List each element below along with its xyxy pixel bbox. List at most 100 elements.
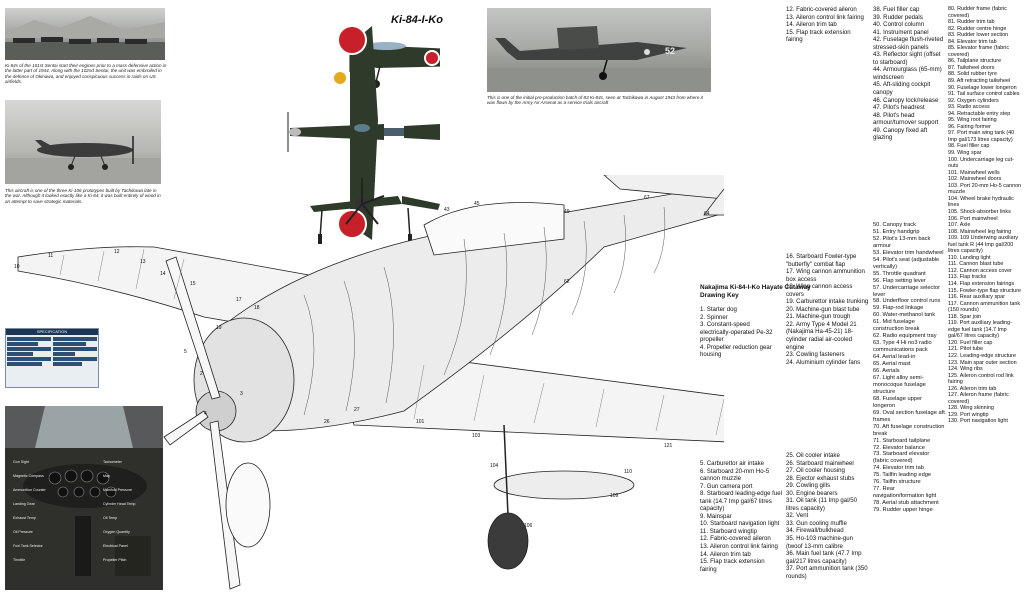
front-view	[310, 178, 440, 244]
key-column-e: 25. Oil cooler intake 26. Starboard main…	[786, 452, 870, 580]
svg-text:19: 19	[216, 325, 222, 331]
key-item: 81. Rudder trim tab	[948, 19, 995, 26]
svg-text:121: 121	[664, 443, 673, 449]
svg-text:43: 43	[444, 207, 450, 213]
key-item: 26. Starboard mainwheel	[786, 459, 854, 467]
key-item: 77. Rear navigation/formation light	[873, 486, 937, 500]
key-item: 34. Firewall/bulkhead	[786, 527, 844, 535]
key-item: 35. Ho-103 machine-gun (twoof 13-mm cali…	[786, 535, 854, 550]
key-item: 58. Underfloor control runs	[873, 298, 941, 305]
svg-text:109: 109	[610, 493, 619, 499]
key-item: 104. Wheel brake hydraulic lines	[948, 195, 1014, 209]
ki106-scene	[5, 136, 161, 184]
key-item: 90. Fuselage lower longeron	[948, 84, 1017, 91]
cockpit-label: Oil Pressure	[13, 530, 33, 534]
key-item: 75. Tailfin leading edge	[873, 472, 932, 479]
key-item: 126. Aileron trim tab	[948, 385, 997, 392]
key-item: 101. Mainwheel wells	[948, 169, 1000, 176]
tailplane	[603, 175, 724, 200]
svg-text:13: 13	[140, 259, 146, 265]
key-item: 108. Mainwheel leg fairing	[948, 228, 1012, 235]
key-item: 62. Radio equipment tray	[873, 333, 937, 340]
key-item: 76. Tailfin structure	[873, 479, 921, 486]
svg-text:52: 52	[665, 46, 675, 56]
key-item: 113. Flap tracks	[948, 274, 987, 281]
key-item: 36. Main fuel tank (47.7 Imp gal/217 lit…	[786, 550, 862, 565]
key-item: 16. Starboard Fowler-type "butterfly" co…	[786, 253, 857, 268]
cockpit-label: Propeller Pitch	[103, 558, 127, 562]
svg-text:11: 11	[48, 253, 53, 259]
caption-photo-ki106: This aircraft is one of the three Ki-106…	[5, 188, 161, 204]
key-item: 98. Fuel filler cap	[948, 143, 990, 150]
plan-view	[287, 25, 440, 240]
cockpit-label: Magnetic Compass	[13, 474, 44, 478]
key-item: 125. Aileron control rod link fairing	[948, 372, 1014, 386]
svg-text:106: 106	[524, 523, 533, 529]
key-column-c: 12. Fabric-covered aileron 13. Aileron c…	[786, 6, 868, 44]
svg-text:64: 64	[704, 211, 710, 217]
key-item: 27. Oil cooler housing	[786, 467, 845, 475]
key-item: 89. Aft retracting tailwheel	[948, 78, 1011, 85]
key-item: 116. Rear auxiliary spar	[948, 294, 1006, 301]
key-item: 4. Propeller reduction gear housing	[700, 343, 772, 359]
svg-text:67: 67	[644, 195, 650, 201]
svg-text:110: 110	[624, 469, 632, 475]
specification-header: SPECIFICATION	[6, 329, 98, 335]
svg-text:27: 27	[354, 407, 360, 413]
key-column-f: 38. Fuel filler cap 39. Rudder pedals 40…	[873, 6, 945, 142]
key-item: 40. Control column	[873, 21, 925, 29]
key-item: 65. Aerial mast	[873, 361, 911, 368]
key-item: 5. Carburettor air intake	[700, 460, 765, 467]
key-item: 19. Carburettor intake trunking	[786, 298, 869, 306]
key-item: 12. Fabric-covered aileron	[700, 535, 771, 543]
key-item: 46. Canopy lock/release	[873, 96, 939, 104]
key-item: 59. Flap-rod linkage	[873, 305, 924, 312]
key-item: 106. Port mainwheel	[948, 215, 998, 222]
key-item: 30. Engine bearers	[786, 489, 838, 497]
key-column-a: 1. Starter dog 2. Spinner 3. Constant-sp…	[700, 306, 780, 359]
key-item: 66. Aerials	[873, 368, 900, 375]
aircraft-profiles	[287, 25, 440, 244]
key-item: 119. Port auxiliary leading-edge fuel ta…	[948, 320, 1012, 340]
key-item: 42. Fuselage flush-riveted stressed-skin…	[873, 36, 944, 51]
key-item: 117. Cannon ammunition tank (150 rounds)	[948, 300, 1021, 314]
key-item: 51. Entry handgrip	[873, 228, 920, 235]
key-item: 3. Constant-speed electrically-operated …	[700, 321, 773, 344]
main-gear-leg	[503, 424, 509, 516]
cockpit-label: Gun Sight	[13, 460, 29, 464]
key-item: 96. Fairing former	[948, 123, 991, 130]
key-item: 8. Starboard leading-edge fuel tank (14.…	[700, 490, 782, 513]
key-item: 79. Rudder upper hinge	[873, 507, 933, 514]
cockpit-label: Fuel Tank Selector	[13, 544, 43, 548]
key-item: 100. Undercarriage leg cut-outs	[948, 156, 1014, 170]
key-item: 87. Tailwheel doors	[948, 64, 995, 71]
lineup-scene	[5, 16, 165, 60]
key-item: 80. Rudder frame (fabric covered)	[948, 6, 1007, 19]
key-item: 112. Cannon access cover	[948, 267, 1012, 274]
cockpit-label: Electrical Panel	[103, 544, 128, 548]
key-item: 28. Ejector exhaust stubs	[786, 474, 855, 482]
key-item: 129. Port wingtip	[948, 411, 989, 418]
key-item: 130. Port navigation light	[948, 418, 1008, 425]
key-item: 60. Water-methanol tank	[873, 312, 936, 319]
cockpit-label: Cylinder Head Temp	[103, 502, 136, 506]
key-item: 39. Rudder pedals	[873, 13, 923, 21]
key-item: 1. Starter dog	[700, 306, 737, 313]
key-item: 70. Aft fuselage construction break	[873, 423, 945, 437]
key-item: 73. Starboard elevator (fabric covered)	[873, 451, 930, 465]
cockpit-label: Tachometer	[103, 460, 122, 464]
cockpit-label: Oxygen Quantity	[103, 530, 130, 534]
key-item: 24. Aluminium cylinder fans	[786, 358, 861, 366]
key-item: 84. Elevator trim tab	[948, 38, 997, 45]
starboard-mainwheel	[225, 462, 271, 548]
key-item: 37. Port ammunition tank (350 rounds)	[786, 565, 868, 580]
key-item: 78. Aerial stub attachment	[873, 500, 939, 507]
key-item: 56. Flap setting lever	[873, 277, 926, 284]
key-item: 6. Starboard 20-mm Ho-5 cannon muzzle	[700, 467, 770, 483]
svg-text:3: 3	[240, 391, 243, 397]
key-item: 71. Starboard tailplane	[873, 437, 931, 444]
key-item: 12. Fabric-covered aileron	[786, 6, 857, 13]
cockpit-label: Exhaust Temp	[13, 516, 36, 520]
